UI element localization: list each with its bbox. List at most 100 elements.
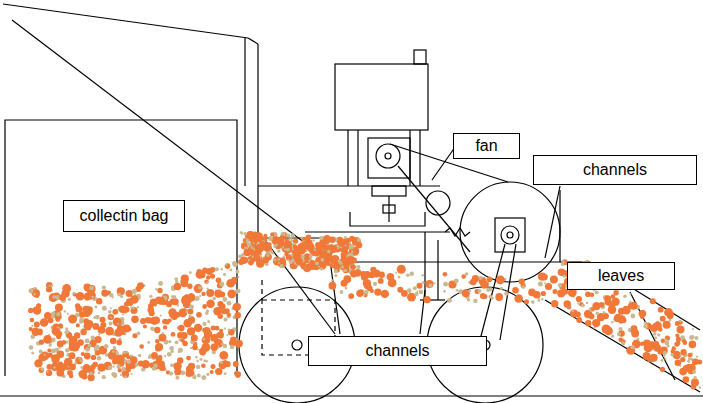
leaf	[340, 246, 342, 248]
leaf	[130, 295, 139, 304]
leaf	[626, 346, 635, 355]
wheel-hub	[292, 340, 302, 350]
leaf	[190, 347, 192, 349]
leaf	[172, 295, 176, 299]
leaf	[87, 291, 96, 300]
leaf	[422, 281, 425, 284]
leaf	[31, 352, 34, 355]
leaf	[675, 321, 680, 326]
label-box: fan	[453, 133, 520, 159]
leaf	[91, 355, 96, 360]
leaf	[244, 232, 247, 235]
leaf	[379, 272, 385, 278]
leaf	[359, 289, 364, 294]
leaf	[531, 300, 535, 304]
leaf	[241, 242, 248, 249]
leaf	[97, 356, 102, 361]
leaf	[415, 292, 419, 296]
leaf	[544, 282, 546, 284]
frame-line	[248, 38, 258, 44]
leaf	[563, 275, 566, 278]
leaf	[132, 306, 135, 309]
leaf	[413, 286, 417, 290]
part-label: leaves	[598, 267, 644, 285]
leaf	[221, 309, 226, 314]
leaf-pile	[28, 231, 702, 390]
leaf	[537, 299, 540, 302]
leaf	[116, 355, 125, 364]
leaf	[663, 355, 666, 358]
leaf	[47, 348, 51, 352]
leaf	[131, 316, 139, 324]
leaf	[81, 352, 85, 356]
leaf	[398, 276, 401, 279]
leaf	[614, 314, 623, 323]
leaf	[62, 340, 67, 345]
leaf	[334, 274, 337, 277]
leaf	[228, 329, 234, 335]
leaf	[683, 340, 688, 345]
leaf	[631, 345, 635, 349]
engine	[335, 64, 428, 130]
fan-shaft	[383, 205, 395, 213]
leaf	[331, 279, 333, 281]
leaf	[39, 340, 44, 345]
leaf	[29, 288, 34, 293]
leaf	[416, 290, 418, 292]
leaf	[108, 352, 116, 360]
leaf	[340, 290, 344, 294]
leaf	[110, 307, 112, 309]
leaf	[132, 333, 137, 338]
leaf	[120, 374, 122, 376]
leaf	[689, 335, 694, 340]
leaf	[581, 304, 585, 308]
leaf	[197, 374, 201, 378]
leaf	[454, 279, 459, 284]
leaf	[166, 301, 172, 307]
leaf	[629, 293, 631, 295]
leaf	[266, 254, 270, 258]
leaf	[98, 372, 101, 375]
leaf	[78, 370, 86, 378]
leaf	[122, 367, 127, 372]
leaf	[206, 288, 208, 290]
leaf	[617, 332, 621, 336]
leaf	[422, 274, 424, 276]
leaf	[664, 308, 673, 317]
leader-line	[545, 186, 560, 258]
leaf	[665, 341, 670, 346]
leaf	[69, 336, 78, 345]
leaf	[598, 315, 604, 321]
leaf	[168, 340, 171, 343]
leaf	[424, 296, 431, 303]
leaf	[33, 293, 36, 296]
leaf	[124, 376, 127, 379]
leaf	[98, 333, 100, 335]
leaf	[90, 364, 96, 370]
leaf	[696, 356, 698, 358]
leaf	[334, 270, 338, 274]
leaf	[692, 361, 696, 365]
leaf	[218, 314, 223, 319]
leaf	[563, 275, 566, 278]
leaf	[95, 350, 100, 355]
leaf	[174, 283, 182, 291]
leaf	[39, 368, 44, 373]
leaf	[188, 309, 194, 315]
leaf	[495, 293, 503, 301]
leaf	[74, 362, 77, 365]
leaf	[206, 289, 214, 297]
leaf	[112, 309, 118, 315]
leaf	[357, 238, 361, 242]
label-box: collectin bag	[63, 200, 185, 232]
leaf	[342, 238, 350, 246]
leaf	[611, 294, 616, 299]
leaf	[215, 326, 220, 331]
leaf	[241, 232, 243, 234]
label-box: channels	[308, 336, 487, 366]
leaf	[363, 294, 365, 296]
leaf	[246, 238, 249, 241]
channel-wall	[330, 261, 560, 262]
fan-hub	[385, 153, 391, 159]
leaf	[294, 255, 301, 262]
